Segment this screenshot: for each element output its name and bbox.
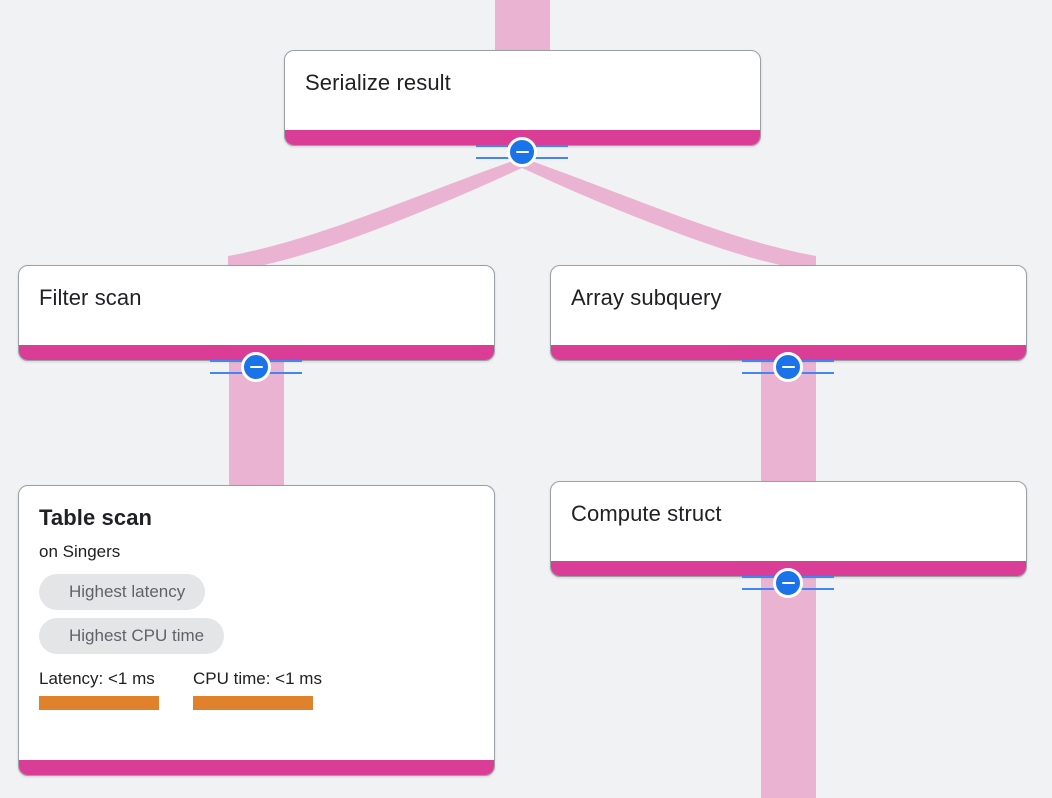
node-array-subquery[interactable]: Array subquery [550,265,1027,361]
edge-serialize-to-filter-scan [228,158,526,272]
node-title: Array subquery [571,285,722,310]
node-body: Compute struct [551,482,1026,561]
node-subtitle: on Singers [39,542,121,561]
chip-highest-cpu-time[interactable]: Highest CPU time [39,618,225,654]
minus-circle-icon [773,568,803,598]
minus-circle-icon [241,352,271,382]
metric-bar-fill [39,696,159,710]
node-accent-footer [19,760,494,775]
edge-serialize-to-array-subquery [518,158,816,272]
node-body: Serialize result [285,51,760,130]
collapse-toggle-filter-scan[interactable] [210,352,302,382]
metric-bar-track [39,696,159,710]
edge-compute-struct-downstream [761,574,816,798]
collapse-toggle-serialize-result[interactable] [476,137,568,167]
metric-bar-fill [193,696,313,710]
node-chip-list: Highest latency Highest CPU time [39,574,225,654]
node-title: Table scan [39,505,153,530]
node-title: Filter scan [39,285,142,310]
minus-circle-icon [773,352,803,382]
metric-latency: Latency: <1 ms [39,668,159,710]
edge-into-serialize-result [495,0,550,50]
minus-circle-icon [507,137,537,167]
metric-bar-track [193,696,313,710]
chip-highest-latency[interactable]: Highest latency [39,574,206,610]
metric-cpu-time: CPU time: <1 ms [193,668,322,710]
node-body: Table scan on Singers Highest latency Hi… [19,486,494,760]
node-compute-struct[interactable]: Compute struct [550,481,1027,577]
collapse-toggle-compute-struct[interactable] [742,568,834,598]
metric-label: Latency: <1 ms [39,669,155,688]
collapse-toggle-array-subquery[interactable] [742,352,834,382]
node-serialize-result[interactable]: Serialize result [284,50,761,146]
node-table-scan[interactable]: Table scan on Singers Highest latency Hi… [18,485,495,776]
node-body: Array subquery [551,266,1026,345]
metric-label: CPU time: <1 ms [193,669,322,688]
node-title: Compute struct [571,501,722,526]
node-metrics: Latency: <1 ms CPU time: <1 ms [39,668,322,710]
node-body: Filter scan [19,266,494,345]
node-filter-scan[interactable]: Filter scan [18,265,495,361]
node-title: Serialize result [305,70,451,95]
